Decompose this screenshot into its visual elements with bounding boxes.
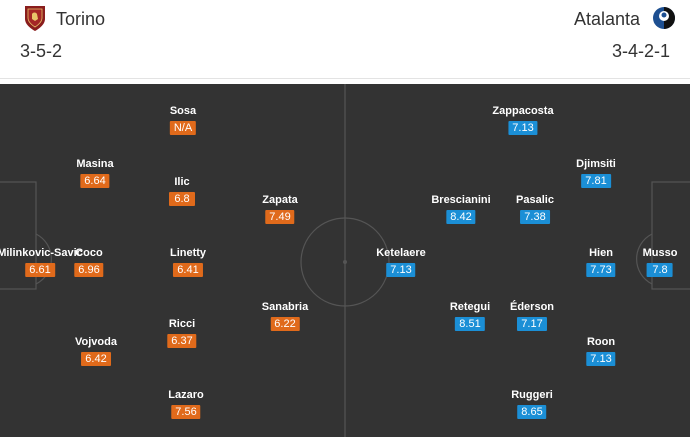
player-name: Masina: [76, 158, 114, 170]
player-rating: 6.96: [74, 263, 104, 277]
player-sosa[interactable]: Sosa N/A: [169, 104, 197, 136]
player-ketelaere[interactable]: Ketelaere 7.13: [376, 246, 426, 278]
atalanta-crest-icon: [653, 7, 675, 29]
player-ederson[interactable]: Éderson 7.17: [510, 300, 554, 332]
player-rating: 7.81: [581, 174, 611, 188]
pitch-lines: [0, 84, 690, 437]
player-hien[interactable]: Hien 7.73: [586, 246, 616, 278]
away-team-name: Atalanta: [573, 9, 640, 29]
torino-crest-icon: [25, 6, 45, 31]
player-rating: 7.17: [517, 317, 547, 331]
player-zapata[interactable]: Zapata 7.49: [262, 193, 298, 225]
player-name: Musso: [642, 247, 678, 259]
player-linetty[interactable]: Linetty 6.41: [170, 246, 206, 278]
player-coco[interactable]: Coco 6.96: [74, 246, 104, 278]
player-name: Roon: [586, 336, 616, 348]
player-rating: 7.49: [265, 210, 295, 224]
player-rating: 8.65: [517, 405, 547, 419]
player-name: Coco: [75, 247, 103, 259]
player-name: Sosa: [169, 105, 197, 117]
player-rating: 6.64: [80, 174, 110, 188]
player-rating: 7.38: [520, 210, 550, 224]
player-lazaro[interactable]: Lazaro 7.56: [168, 388, 204, 420]
player-ricci[interactable]: Ricci 6.37: [167, 317, 197, 349]
player-rating: 7.73: [586, 263, 616, 277]
match-header: Torino 3-5-2 Atalanta 3-4-2-1: [0, 0, 690, 79]
player-vojvoda[interactable]: Vojvoda 6.42: [75, 335, 117, 367]
player-name: Ketelaere: [376, 247, 426, 259]
player-sanabria[interactable]: Sanabria 6.22: [262, 300, 308, 332]
player-retegui[interactable]: Retegui 8.51: [450, 300, 490, 332]
player-milinkovic-savic[interactable]: Milinkovic-Savic 6.61: [0, 246, 83, 278]
player-ruggeri[interactable]: Ruggeri 8.65: [511, 388, 553, 420]
player-rating: 6.42: [81, 352, 111, 366]
player-rating: 7.13: [386, 263, 416, 277]
player-name: Djimsiti: [576, 158, 616, 170]
player-roon[interactable]: Roon 7.13: [586, 335, 616, 367]
player-rating: 6.61: [25, 263, 55, 277]
player-musso[interactable]: Musso 7.8: [642, 246, 678, 278]
player-ilic[interactable]: Ilic 6.8: [169, 175, 195, 207]
player-rating: 6.37: [167, 334, 197, 348]
player-rating: 6.41: [173, 263, 203, 277]
player-brescianini[interactable]: Brescianini 8.42: [431, 193, 491, 225]
player-rating: 8.51: [455, 317, 485, 331]
player-name: Vojvoda: [75, 336, 117, 348]
player-rating: 6.8: [169, 192, 195, 206]
player-name: Milinkovic-Savic: [0, 247, 83, 259]
player-name: Ricci: [168, 318, 196, 330]
player-name: Pasalic: [516, 194, 554, 206]
player-rating: 7.13: [508, 121, 538, 135]
player-rating: 6.22: [270, 317, 300, 331]
player-name: Sanabria: [261, 301, 309, 313]
player-name: Zapata: [262, 194, 298, 206]
player-djimsiti[interactable]: Djimsiti 7.81: [576, 157, 616, 189]
player-rating: 7.8: [647, 263, 673, 277]
player-pasalic[interactable]: Pasalic 7.38: [516, 193, 554, 225]
home-formation: 3-5-2: [20, 41, 63, 61]
home-team-name: Torino: [56, 9, 106, 29]
player-rating: N/A: [169, 121, 197, 135]
player-name: Ruggeri: [511, 389, 553, 401]
pitch: Milinkovic-Savic 6.61 Masina 6.64 Coco 6…: [0, 84, 690, 437]
player-name: Éderson: [509, 301, 555, 313]
player-name: Retegui: [449, 301, 491, 313]
player-zappacosta[interactable]: Zappacosta 7.13: [492, 104, 554, 136]
away-formation: 3-4-2-1: [611, 41, 670, 61]
player-masina[interactable]: Masina 6.64: [76, 157, 114, 189]
player-name: Ilic: [174, 176, 190, 188]
player-name: Hien: [589, 247, 613, 259]
player-name: Linetty: [169, 247, 207, 259]
player-rating: 8.42: [446, 210, 476, 224]
player-rating: 7.56: [171, 405, 201, 419]
player-name: Brescianini: [431, 194, 491, 206]
player-name: Zappacosta: [492, 105, 554, 117]
player-rating: 7.13: [586, 352, 616, 366]
player-name: Lazaro: [168, 389, 204, 401]
